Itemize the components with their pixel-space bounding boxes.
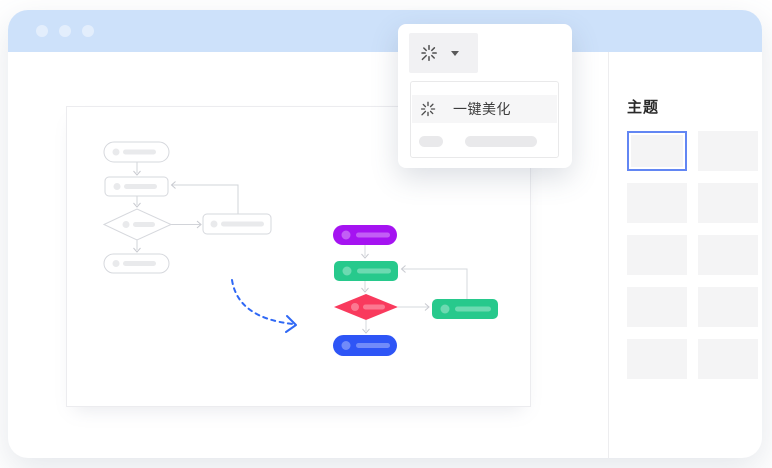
menu-item-skeleton (411, 136, 558, 147)
after-connectors (361, 245, 468, 334)
beautify-menu: 一键美化 (410, 81, 559, 158)
menu-item-beautify[interactable]: 一键美化 (412, 95, 557, 123)
theme-swatch[interactable] (698, 235, 758, 275)
window-titlebar (8, 10, 762, 52)
theme-swatch[interactable] (698, 183, 758, 223)
window-dot-1 (36, 25, 48, 37)
after-node-side-process (432, 299, 498, 319)
beautify-transform-arrow (231, 279, 297, 333)
theme-swatch[interactable] (627, 339, 687, 379)
window-dot-2 (59, 25, 71, 37)
theme-swatch[interactable] (698, 131, 758, 171)
magic-beautify-icon (421, 44, 437, 61)
after-node-decision (334, 294, 398, 320)
theme-swatch[interactable] (698, 287, 758, 327)
theme-swatch[interactable] (627, 183, 687, 223)
after-node-end (333, 335, 397, 356)
theme-swatch[interactable] (627, 287, 687, 327)
beautify-button[interactable] (409, 33, 478, 73)
caret-down-icon (451, 50, 459, 56)
theme-swatch-selected[interactable] (627, 131, 687, 171)
after-node-process (334, 261, 398, 281)
flowchart-svg (102, 141, 498, 356)
sidebar-divider (608, 52, 609, 458)
before-nodes (102, 141, 272, 274)
theme-swatch-grid (627, 131, 758, 379)
after-node-placeholders (341, 230, 491, 350)
theme-swatch[interactable] (627, 235, 687, 275)
after-nodes (333, 225, 498, 356)
theme-panel-title: 主题 (627, 99, 660, 116)
before-node-placeholders (112, 148, 264, 267)
before-connectors (133, 162, 239, 253)
magic-beautify-icon (420, 101, 436, 117)
window-dot-3 (82, 25, 94, 37)
beautify-popup: 一键美化 (398, 24, 572, 168)
skeleton-label-pill (465, 136, 537, 147)
menu-item-beautify-label: 一键美化 (453, 101, 511, 117)
skeleton-icon-pill (419, 136, 443, 147)
theme-swatch[interactable] (698, 339, 758, 379)
after-node-start (333, 225, 397, 245)
